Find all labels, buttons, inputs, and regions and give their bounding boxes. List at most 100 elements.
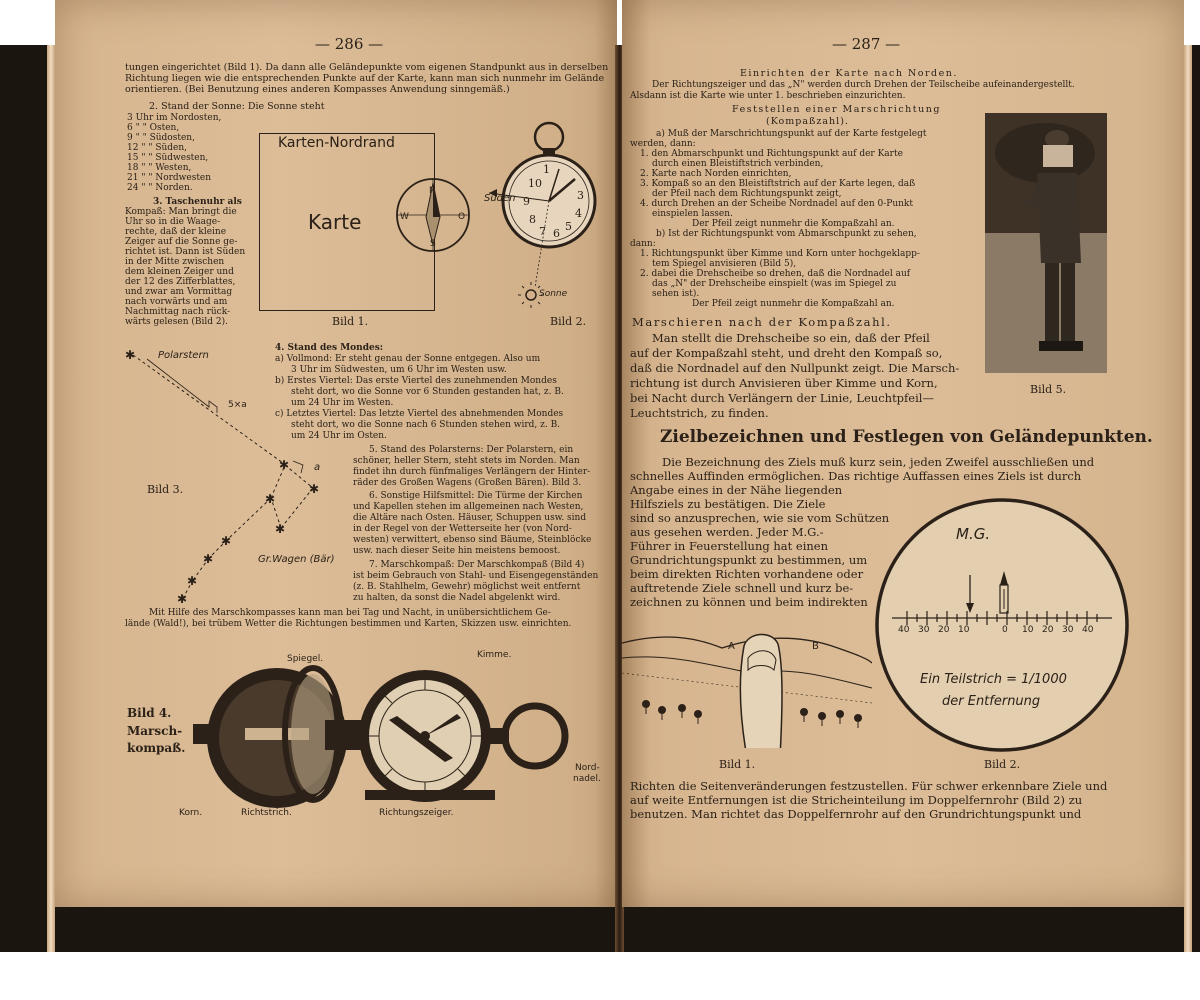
section-heading: Feststellen einer Marschrichtung	[732, 104, 941, 115]
sun-table-row: 24 " " Norden.	[127, 183, 193, 193]
text-line: durch einen Bleistiftstrich verbinden,	[652, 159, 824, 169]
tick-label: 40	[1082, 625, 1094, 635]
text-line: tem Spiegel anvisieren (Bild 5),	[652, 259, 797, 269]
great-bear-label: Gr.Wagen (Bär)	[258, 554, 335, 565]
rear-sight-label: Kimme.	[477, 650, 512, 660]
text-line: aus gesehen werden. Jeder M.G.-	[630, 525, 824, 539]
text-line: in der Mitte zwischen	[125, 257, 225, 267]
north-needle-label: nadel.	[573, 774, 601, 784]
figure-4-caption: Marsch-	[127, 724, 183, 738]
section-heading: 2. Stand der Sonne: Die Sonne steht	[149, 101, 325, 112]
tick-label: 10	[1022, 625, 1034, 635]
text-line: das „N" der Drehscheibe einspielt (was i…	[652, 279, 897, 289]
tick-label: 30	[1062, 625, 1074, 635]
text-line: rechte, daß der kleine	[125, 227, 227, 237]
text-line: Der Richtungszeiger und das „N" werden d…	[652, 80, 1075, 90]
sun-table-row: 21 " " Nordwesten	[127, 173, 212, 183]
point-b-label: B	[812, 641, 819, 652]
text-line: lände (Wald!), bei trübem Wetter die Ric…	[125, 619, 572, 629]
text-line: Nachmittag nach rück-	[125, 307, 231, 317]
text-line: Richtung liegen wie die entsprechenden P…	[125, 73, 605, 84]
svg-text:O: O	[458, 212, 465, 222]
svg-text:9: 9	[523, 195, 530, 208]
text-line: 1. den Abmarschpunkt und Richtungspunkt …	[640, 149, 903, 159]
text-line: daß die Nordnadel auf den Nullpunkt zeig…	[630, 361, 960, 375]
mg-label: M.G.	[956, 525, 991, 543]
svg-text:✱: ✱	[309, 482, 319, 496]
text-line: schnelles Auffinden ermöglichen. Das ric…	[630, 469, 1082, 483]
figure-4-caption: kompaß.	[127, 741, 186, 755]
constellation-diagram: ✱ ✱ ✱ ✱ ✱ ✱ ✱ ✱ ✱	[125, 348, 319, 605]
reticle-tick-labels: 40 30 20 10 0 10 20 30 40	[888, 625, 1116, 639]
sun-table-row: 9 " " Südosten,	[127, 133, 195, 143]
svg-text:N: N	[429, 186, 436, 196]
sun-table-row: 3 Uhr im Nordosten,	[127, 113, 222, 123]
text-line: 1. Richtungspunkt über Kimme und Korn un…	[640, 249, 920, 259]
sun-table-row: 15 " " Südwesten,	[127, 153, 209, 163]
text-line: räder des Großen Wagens (Großen Bären). …	[353, 478, 582, 488]
text-line: werden, dann:	[630, 139, 696, 149]
chapter-title: Zielbezeichnen und Festlegen von Gelände…	[660, 427, 1153, 447]
text-line: richtung ist durch Anvisieren über Kimme…	[630, 376, 938, 390]
svg-text:7: 7	[539, 225, 546, 238]
svg-text:10: 10	[528, 177, 542, 190]
text-line: um 24 Uhr im Osten.	[291, 431, 387, 441]
text-line: benutzen. Man richtet das Doppelfernrohr…	[630, 807, 1082, 821]
svg-text:W: W	[400, 212, 409, 222]
text-line: Mit Hilfe des Marschkompasses kann man b…	[149, 608, 551, 618]
landscape-thumb-sketch	[622, 633, 872, 748]
front-sight-label: Korn.	[179, 808, 203, 818]
text-line: westen) verwittert, ebenso sind Bäume, S…	[353, 535, 592, 545]
text-line: Führer in Feuerstellung hat einen	[630, 539, 829, 553]
figure-1-caption: Bild 1.	[332, 315, 369, 328]
svg-text:4: 4	[575, 207, 582, 220]
text-line: Uhr so in die Waage-	[125, 217, 221, 227]
left-page: — 286 — tungen eingerichtet (Bild 1). Da…	[55, 0, 617, 907]
svg-text:✱: ✱	[279, 458, 289, 472]
text-line: 7. Marschkompaß: Der Marschkompaß (Bild …	[369, 560, 585, 570]
text-line: Kompaß: Man bringt die	[125, 207, 237, 217]
text-line: in der Regel von der Wetterseite her (vo…	[353, 524, 572, 534]
tick-label: 20	[1042, 625, 1054, 635]
svg-text:3: 3	[577, 189, 584, 202]
text-line: auf weite Entfernungen ist die Strichein…	[630, 793, 1083, 807]
reticle-note: Ein Teilstrich = 1/1000	[920, 672, 1067, 687]
svg-text:8: 8	[529, 213, 536, 226]
page-number: — 287 —	[832, 35, 901, 53]
reticle-note: der Entfernung	[942, 694, 1041, 709]
svg-text:5: 5	[565, 220, 572, 233]
text-line: a) Muß der Marschrichtungspunkt auf der …	[656, 129, 927, 139]
mirror-label: Spiegel.	[287, 654, 324, 664]
text-line: steht dort, wo die Sonne nach 6 Stunden …	[291, 420, 561, 430]
text-line: 5. Stand des Polarsterns: Der Polarstern…	[369, 445, 574, 455]
tick-label: 10	[958, 625, 970, 635]
text-line: Alsdann ist die Karte wie unter 1. besch…	[630, 91, 906, 101]
text-line: sind so anzusprechen, wie sie vom Schütz…	[630, 511, 890, 525]
text-line: zeichnen zu können und beim indirekten	[630, 595, 868, 609]
text-line: nach vorwärts und am	[125, 297, 228, 307]
text-line: 2. Karte nach Norden einrichten,	[640, 169, 792, 179]
tick-label: 0	[1002, 625, 1008, 635]
polar-star-label: Polarstern	[158, 350, 209, 361]
figure-5-caption: Bild 5.	[1030, 383, 1067, 396]
tick-label: 30	[918, 625, 930, 635]
text-line: steht dort, wo die Sonne vor 6 Stunden g…	[291, 387, 564, 397]
text-line: Der Pfeil zeigt nunmehr die Kompaßzahl a…	[692, 219, 895, 229]
text-line: a) Vollmond: Er steht genau der Sonne en…	[275, 354, 541, 364]
section-heading: (Kompaßzahl).	[766, 116, 849, 127]
marching-compass-icon	[193, 665, 569, 808]
text-line: findet ihn durch fünfmaliges Verlängern …	[353, 467, 591, 477]
figure-1-map: Karten-Nordrand Karte	[259, 133, 435, 311]
text-line: 3 Uhr im Südwesten, um 6 Uhr im Westen u…	[291, 365, 507, 375]
text-line: 2. dabei die Drehscheibe so drehen, daß …	[640, 269, 911, 279]
text-line: (z. B. Stahlhelm, Gewehr) möglichst weit…	[353, 582, 581, 592]
text-line: 3. Kompaß so an den Bleistiftstrich auf …	[640, 179, 916, 189]
text-line: dann:	[630, 239, 656, 249]
text-line: Leuchtstrich, zu finden.	[630, 406, 769, 420]
figure-2-caption: Bild 2.	[550, 315, 587, 328]
text-line: zu halten, da sonst die Nadel abgelenkt …	[353, 593, 561, 603]
svg-text:✱: ✱	[275, 522, 285, 536]
text-line: die Altäre nach Osten. Häuser, Schuppen …	[353, 513, 587, 523]
text-line: tungen eingerichtet (Bild 1). Da dann al…	[125, 62, 609, 73]
